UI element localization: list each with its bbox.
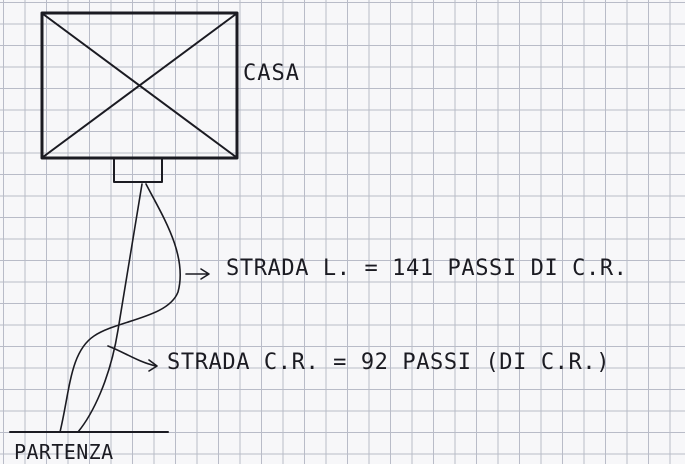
route-long-label: STRADA L. = 141 PASSI DI C.R. [226,256,628,281]
route-short-path [77,183,143,433]
route-short-arrow [107,345,158,372]
house-label: CASA [243,61,300,86]
start-label: PARTENZA [14,440,114,464]
route-long-path [59,183,181,433]
route-short-label: STRADA C.R. = 92 PASSI (DI C.R.) [167,350,611,375]
route-long-arrow [185,268,210,280]
house-door [113,157,163,183]
house-diagonal-2 [42,13,237,158]
